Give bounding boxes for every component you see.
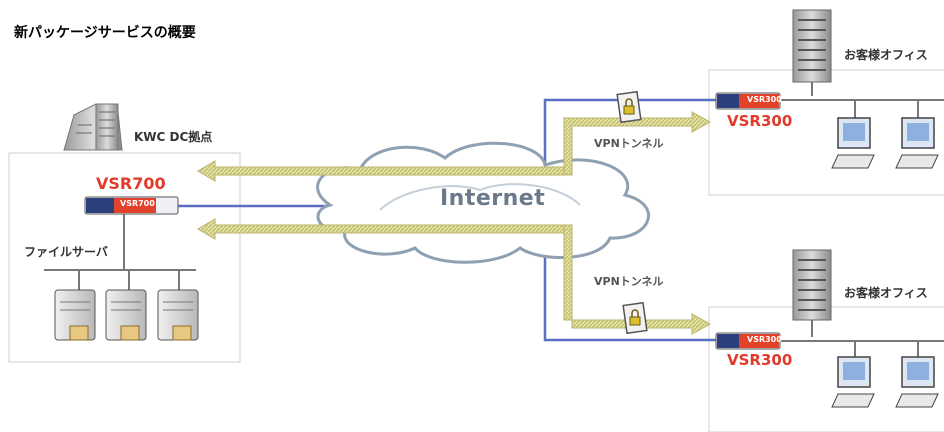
pc-icon xyxy=(831,117,875,169)
server-icon xyxy=(105,289,147,341)
office-tower-icon xyxy=(792,9,832,83)
dc-router-label: VSR700 xyxy=(96,174,166,193)
router-vsr300 xyxy=(715,332,781,350)
office-1-router-label: VSR300 xyxy=(727,112,793,130)
lock-icon xyxy=(616,90,642,124)
pc-icon xyxy=(895,117,939,169)
vpn-tunnel-2-label: VPNトンネル xyxy=(594,275,664,288)
page-title: 新パッケージサービスの概要 xyxy=(14,25,196,41)
lan-lines xyxy=(44,80,944,357)
internet-label: Internet xyxy=(440,186,546,211)
office-1-label: お客様オフィス xyxy=(844,48,928,62)
vpn-tunnel-1-label: VPNトンネル xyxy=(594,137,664,150)
building-icon xyxy=(63,103,123,151)
file-server-label: ファイルサーバ xyxy=(24,245,108,259)
pc-icon xyxy=(895,356,939,408)
office-1-router-tag: VSR300 xyxy=(747,95,782,104)
office-2-label: お客様オフィス xyxy=(844,286,928,300)
router-vsr300 xyxy=(715,92,781,110)
server-icon xyxy=(157,289,199,341)
lock-icon xyxy=(622,301,648,335)
office-2-router-tag: VSR300 xyxy=(747,335,782,344)
tunnel-to-dc-upper xyxy=(197,160,569,182)
dc-site-label: KWC DC拠点 xyxy=(134,130,213,144)
office-tower-icon xyxy=(792,249,832,321)
pc-icon xyxy=(831,356,875,408)
server-icon xyxy=(54,289,96,341)
office-2-router-label: VSR300 xyxy=(727,351,793,369)
tunnel-to-dc-lower xyxy=(197,218,569,240)
router-vsr700 xyxy=(84,196,179,215)
vpn-tunnels xyxy=(197,111,712,335)
dc-router-tag: VSR700 xyxy=(120,199,155,208)
